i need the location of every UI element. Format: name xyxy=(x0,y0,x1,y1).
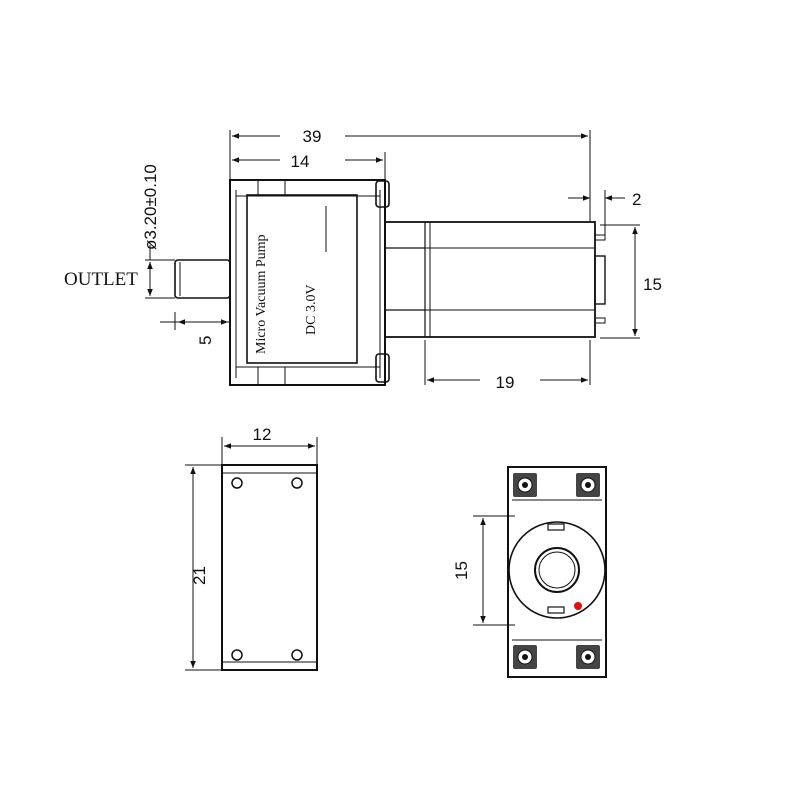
dim-outlet-diameter: ø3.20±0.10 xyxy=(141,164,160,250)
polarity-marker xyxy=(574,602,582,610)
top-view: 12 21 xyxy=(185,425,318,671)
side-view: Micro Vacuum Pump DC 3.0V OUTLET ø3.20±0… xyxy=(64,127,662,392)
screw-icon xyxy=(576,473,600,497)
dim-side-height: 15 xyxy=(643,275,662,294)
mounting-hole xyxy=(291,649,303,661)
screw-icon xyxy=(513,645,537,669)
dim-outlet-length: 5 xyxy=(196,336,215,345)
end-view: 15 xyxy=(452,466,607,678)
top-view-body xyxy=(221,464,318,671)
motor-body xyxy=(384,221,596,338)
motor-end-cap xyxy=(508,521,606,619)
dim-terminal-gap: 2 xyxy=(632,190,641,209)
pump-label-panel xyxy=(246,194,358,364)
end-view-body xyxy=(507,466,607,678)
outlet-label: OUTLET xyxy=(64,269,138,290)
terminal-top xyxy=(547,523,565,531)
dim-total-length: 39 xyxy=(303,127,322,146)
dim-top-width: 12 xyxy=(253,425,272,444)
pump-label-voltage: DC 3.0V xyxy=(304,284,319,335)
pump-label-name: Micro Vacuum Pump xyxy=(254,234,269,354)
mounting-hole xyxy=(231,477,243,489)
dim-motor-length: 19 xyxy=(496,373,515,392)
terminal-bottom xyxy=(594,317,606,324)
dim-housing-length: 14 xyxy=(291,152,310,171)
dim-top-length: 21 xyxy=(190,566,209,585)
mounting-hole xyxy=(231,649,243,661)
terminal-bottom xyxy=(547,606,565,614)
outlet-nozzle xyxy=(174,259,231,299)
mounting-hole xyxy=(291,477,303,489)
terminal-top xyxy=(594,234,606,241)
dim-end-height: 15 xyxy=(452,561,471,580)
screw-icon xyxy=(513,473,537,497)
shaft-bearing xyxy=(534,547,580,593)
screw-icon xyxy=(576,645,600,669)
